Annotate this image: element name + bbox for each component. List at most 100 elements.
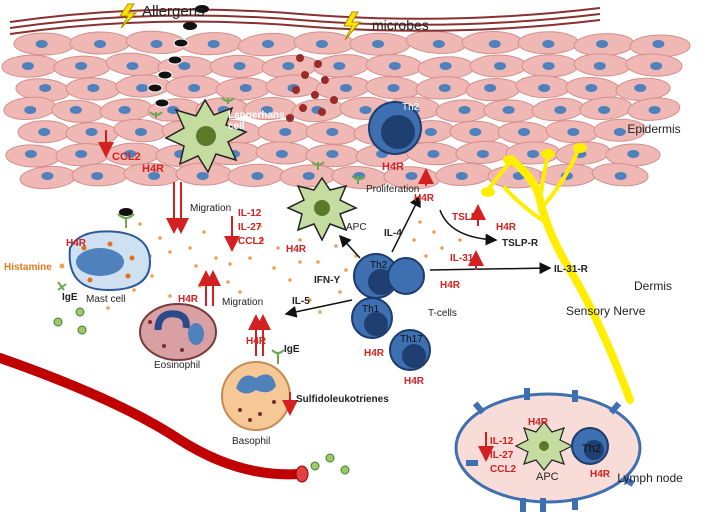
apc-label: APC bbox=[346, 222, 367, 233]
keratinocyte-nucleus bbox=[315, 40, 328, 48]
keratinocyte-nucleus bbox=[613, 128, 626, 136]
keratinocyte-nucleus bbox=[118, 106, 131, 114]
keratinocyte-nucleus bbox=[85, 128, 98, 136]
keratinocyte-nucleus bbox=[502, 106, 515, 114]
blood-vessel-end bbox=[295, 465, 309, 483]
keratinocyte-nucleus bbox=[372, 40, 385, 48]
th17-label: Th17 bbox=[400, 334, 423, 345]
il12-label: IL-12 bbox=[238, 208, 262, 219]
ige-basophil-label: IgE bbox=[284, 344, 300, 355]
keratinocyte-nucleus bbox=[75, 62, 88, 70]
keratinocyte-nucleus bbox=[282, 62, 295, 70]
langerhans-label-box: Langerhans cell bbox=[228, 110, 285, 132]
keratinocyte-nucleus bbox=[24, 150, 37, 158]
keratinocyte-nucleus bbox=[136, 84, 149, 92]
histamine-dot bbox=[316, 260, 320, 264]
keratinocyte-nucleus bbox=[39, 84, 52, 92]
histamine-label: Histamine bbox=[4, 262, 52, 273]
keratinocyte-nucleus bbox=[542, 40, 555, 48]
allergen-bolt-icon bbox=[119, 3, 138, 29]
histamine-dot bbox=[228, 262, 232, 266]
h4r-th1-label: H4R bbox=[364, 348, 385, 359]
keratinocyte-nucleus bbox=[75, 150, 88, 158]
histamine-dot bbox=[106, 306, 110, 310]
ln-th2-label: Th2 bbox=[582, 443, 601, 455]
h4r-th2-label: H4R bbox=[382, 161, 404, 173]
keratinocyte-nucleus bbox=[261, 106, 274, 114]
ige-mast-label: IgE bbox=[62, 292, 78, 303]
keratinocyte-nucleus bbox=[279, 128, 292, 136]
histamine-dot bbox=[202, 230, 206, 234]
ln-il12-label: IL-12 bbox=[490, 436, 514, 447]
histamine-dot bbox=[238, 290, 242, 294]
migration-arrows-mid bbox=[198, 270, 271, 356]
th1-label: Th1 bbox=[362, 304, 380, 315]
keratinocyte-nucleus bbox=[518, 128, 531, 136]
histamine-dot bbox=[214, 256, 218, 260]
il5-label: IL-5 bbox=[292, 296, 310, 307]
eosinophil-label: Eosinophil bbox=[154, 360, 200, 371]
keratinocyte-nucleus bbox=[554, 106, 567, 114]
blood-vessel bbox=[0, 353, 305, 480]
h4r-migration-label: H4R bbox=[178, 294, 199, 305]
keratinocyte-nucleus bbox=[585, 84, 598, 92]
keratinocyte-nucleus bbox=[91, 172, 104, 180]
histamine-dot bbox=[168, 294, 172, 298]
keratinocyte-nucleus bbox=[326, 150, 339, 158]
keratinocyte-nucleus bbox=[207, 40, 220, 48]
allergens-label: Allergens bbox=[142, 3, 205, 20]
keratinocyte-nucleus bbox=[196, 172, 209, 180]
keratinocyte-nucleus bbox=[627, 150, 640, 158]
basophil-label: Basophil bbox=[232, 436, 270, 447]
keratinocyte-nucleus bbox=[439, 62, 452, 70]
keratinocyte-nucleus bbox=[432, 40, 445, 48]
h4r-mast-label: H4R bbox=[66, 238, 87, 249]
sensory-nerve-label: Sensory Nerve bbox=[566, 304, 646, 318]
t-cells bbox=[351, 253, 431, 371]
keratinocyte-nucleus bbox=[567, 128, 580, 136]
keratinocyte-nucleus bbox=[239, 84, 252, 92]
keratinocyte-nucleus bbox=[134, 128, 147, 136]
keratinocyte-nucleus bbox=[405, 172, 418, 180]
keratinocyte-nucleus bbox=[648, 106, 661, 114]
sulfidoleukotrienes-label: Sulfidoleukotrienes bbox=[296, 394, 389, 405]
histamine-dot bbox=[226, 280, 230, 284]
h4r-th2b-label: H4R bbox=[440, 280, 461, 291]
keratinocyte-nucleus bbox=[388, 62, 401, 70]
keratinocyte-nucleus bbox=[427, 150, 440, 158]
histamine-dot bbox=[440, 246, 444, 250]
keratinocyte-nucleus bbox=[302, 172, 315, 180]
keratinocyte-nucleus bbox=[188, 84, 201, 92]
keratinocyte-nucleus bbox=[538, 84, 551, 92]
keratinocyte-nucleus bbox=[614, 172, 627, 180]
keratinocyte-nucleus bbox=[488, 40, 501, 48]
microbes-label: microbes bbox=[372, 17, 429, 33]
tslp-label: TSLP bbox=[452, 212, 478, 223]
ccl2-mid-label: CCL2 bbox=[238, 236, 265, 247]
migration-arrows-top bbox=[166, 182, 189, 234]
langerhans-label: Langerhans cell bbox=[228, 110, 285, 132]
histamine-dot bbox=[458, 238, 462, 242]
keratinocyte-nucleus bbox=[261, 40, 274, 48]
keratinocyte-nucleus bbox=[598, 106, 611, 114]
keratinocyte-nucleus bbox=[148, 172, 161, 180]
histamine-dot bbox=[258, 224, 262, 228]
keratinocyte-nucleus bbox=[458, 106, 471, 114]
green-granules-bottom bbox=[310, 453, 350, 475]
h4r-tslp-label: H4R bbox=[496, 222, 517, 233]
keratinocyte-nucleus bbox=[484, 84, 497, 92]
histamine-dot bbox=[424, 254, 428, 258]
tslp-r-label: TSLP-R bbox=[502, 238, 539, 249]
keratinocyte-layer bbox=[1, 30, 691, 190]
th2-cell-epidermis bbox=[368, 101, 422, 155]
lymph-node bbox=[454, 388, 642, 512]
histamine-dot bbox=[168, 250, 172, 254]
keratinocyte-nucleus bbox=[178, 62, 191, 70]
keratinocyte-nucleus bbox=[126, 62, 139, 70]
keratinocyte-nucleus bbox=[494, 62, 507, 70]
keratinocyte-nucleus bbox=[124, 150, 137, 158]
keratinocyte-nucleus bbox=[424, 128, 437, 136]
histamine-legend-dot bbox=[59, 263, 65, 269]
keratinocyte-nucleus bbox=[359, 106, 372, 114]
